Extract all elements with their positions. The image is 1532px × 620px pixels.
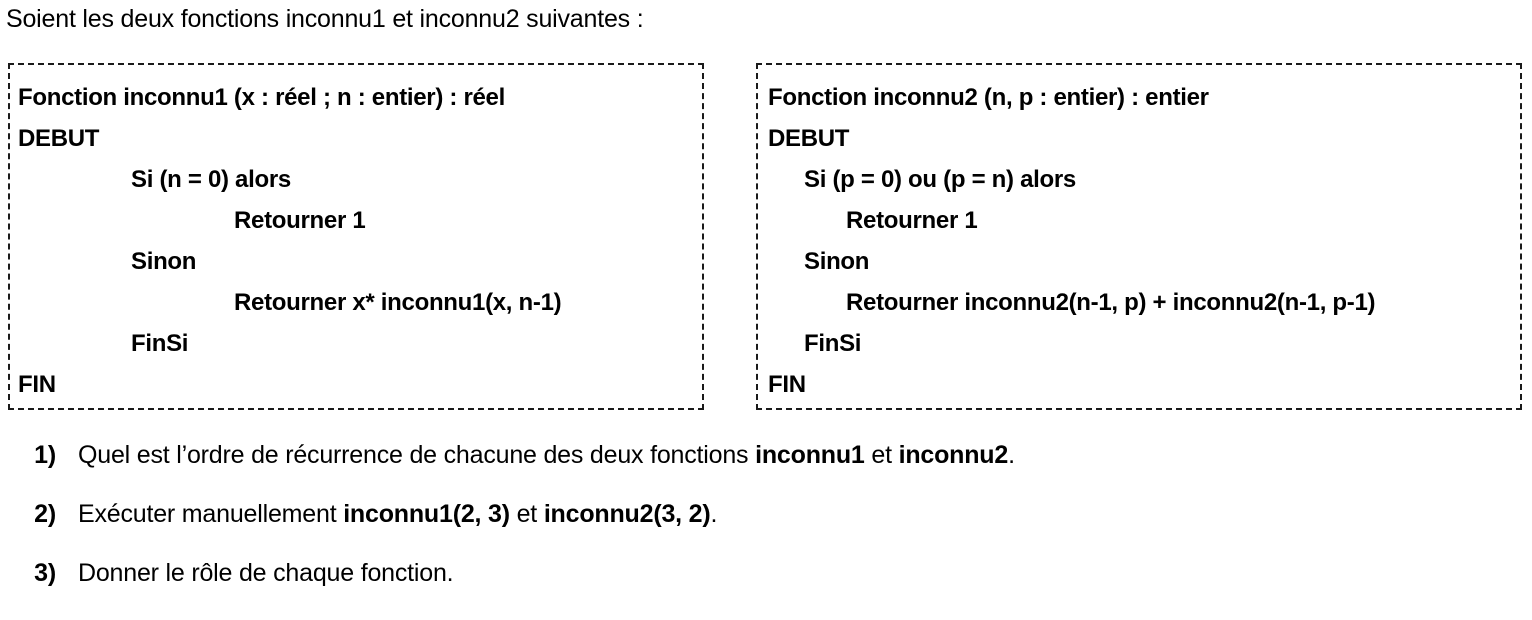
algorithm-box-inconnu1: Fonction inconnu1 (x : réel ; n : entier… (8, 63, 704, 410)
code-line: Si (p = 0) ou (p = n) alors (804, 166, 1076, 193)
question-item: 3) Donner le rôle de chaque fonction. (0, 546, 1532, 605)
question-item: 2)Exécuter manuellement inconnu1(2, 3) e… (0, 487, 1532, 546)
question-fragment: et (864, 441, 899, 469)
question-text: Donner le rôle de chaque fonction. (56, 546, 454, 588)
code-line: Fonction inconnu2 (n, p : entier) : enti… (768, 84, 1209, 111)
question-text: Quel est l’ordre de récurrence de chacun… (56, 428, 1015, 470)
question-item: 1) Quel est l’ordre de récurrence de chac… (0, 428, 1532, 487)
question-number: 3) (34, 559, 56, 587)
code-line: Retourner inconnu2(n-1, p) + inconnu2(n-… (846, 289, 1376, 316)
question-fragment: . (1008, 441, 1015, 469)
question-emphasis: inconnu2(3, 2) (543, 500, 711, 528)
question-emphasis: inconnu1(2, 3) (343, 500, 510, 528)
question-fragment: . (710, 500, 718, 528)
question-fragment: Exécuter manuellement (78, 500, 344, 528)
question-emphasis: inconnu1 (755, 441, 865, 469)
algorithm-box-inconnu2: Fonction inconnu2 (n, p : entier) : enti… (756, 63, 1522, 410)
code-line: Sinon (804, 248, 870, 275)
question-fragment: Quel est l’ordre de récurrence de chacun… (78, 441, 756, 469)
code-line: FIN (768, 371, 806, 398)
code-line: DEBUT (18, 125, 100, 152)
code-line: Fonction inconnu1 (x : réel ; n : entier… (18, 84, 505, 111)
code-line: FinSi (131, 330, 189, 357)
intro-sentence: Soient les deux fonctions inconnu1 et in… (6, 5, 644, 33)
question-number: 2) (34, 500, 56, 528)
question-fragment: et (509, 500, 544, 528)
question-fragment: Donner le rôle de chaque fonction. (78, 559, 454, 587)
question-number: 1) (34, 441, 56, 469)
question-text: Exécuter manuellement inconnu1(2, 3) et … (56, 487, 717, 529)
code-line: DEBUT (768, 125, 850, 152)
code-line: Retourner 1 (234, 207, 366, 234)
code-line: Si (n = 0) alors (131, 166, 291, 193)
code-line: Retourner x* inconnu1(x, n-1) (234, 289, 562, 316)
code-line: FinSi (804, 330, 862, 357)
code-line: Sinon (131, 248, 197, 275)
question-emphasis: inconnu2 (898, 441, 1009, 469)
code-line: FIN (18, 371, 56, 398)
questions-list: 1) Quel est l’ordre de récurrence de chac… (0, 428, 1532, 605)
code-line: Retourner 1 (846, 207, 978, 234)
